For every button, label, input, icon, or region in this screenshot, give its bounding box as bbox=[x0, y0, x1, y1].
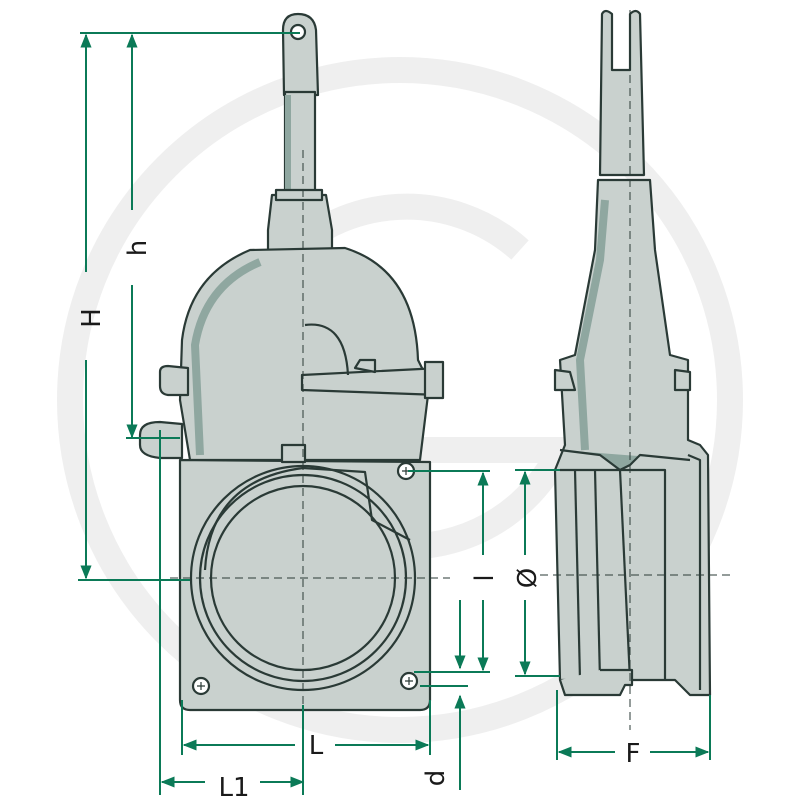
gland bbox=[266, 193, 334, 254]
front-view bbox=[138, 12, 445, 712]
label-L: L bbox=[309, 731, 324, 761]
left-lug bbox=[158, 364, 190, 397]
stem bbox=[281, 12, 320, 194]
label-F: F bbox=[626, 739, 641, 769]
bonnet bbox=[178, 246, 430, 462]
front-centerlines bbox=[170, 150, 450, 725]
side-stem bbox=[598, 9, 646, 177]
label-H: H bbox=[77, 308, 107, 328]
label-l: l bbox=[470, 574, 500, 581]
label-h: h bbox=[123, 240, 153, 256]
label-d: d bbox=[421, 770, 451, 787]
dimension-lines bbox=[78, 32, 711, 795]
label-phi: Ø bbox=[513, 568, 543, 588]
bolt-holes bbox=[191, 461, 419, 696]
label-L1: L1 bbox=[218, 773, 249, 800]
side-centerlines bbox=[540, 10, 730, 730]
